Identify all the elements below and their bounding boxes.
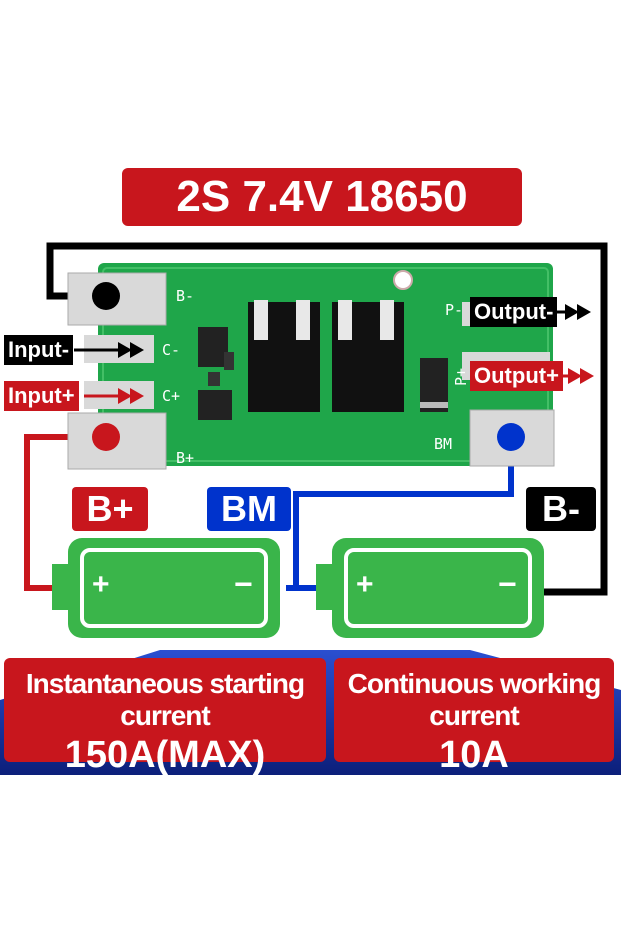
battery1-plus: +	[92, 568, 110, 601]
badge-b-plus: B+	[72, 487, 148, 531]
spec-box-working-current: Continuous working current 10A	[334, 658, 614, 776]
output-plus-label: Output+	[470, 361, 563, 391]
spec-working-value: 10A	[439, 734, 509, 776]
battery-1	[52, 538, 280, 638]
output-plus-arrow	[568, 368, 582, 384]
battery2-plus: +	[356, 568, 374, 601]
input-plus-arrow	[118, 388, 132, 404]
spec-starting-value: 150A(MAX)	[64, 734, 266, 776]
battery1-minus: −	[234, 566, 253, 602]
spec-box-starting-current: Instantaneous starting current 150A(MAX)	[4, 658, 326, 776]
blue-wire	[286, 437, 514, 591]
battery2-minus: −	[498, 566, 517, 602]
pcb-label-p-minus: P-	[445, 301, 464, 319]
input-minus-label: Input-	[4, 335, 74, 365]
ic-chip-2	[198, 390, 232, 420]
black-wire	[46, 242, 608, 596]
terminal-b-minus	[92, 282, 120, 310]
output-minus-label: Output-	[470, 297, 558, 327]
input-minus-arrow	[118, 342, 132, 358]
terminal-b-plus	[92, 423, 120, 451]
red-wire	[24, 434, 100, 591]
spec-working-label: Continuous working current	[347, 668, 602, 731]
badge-bm: BM	[207, 487, 291, 531]
page-title: 2S 7.4V 18650 BMS	[122, 168, 522, 279]
pcb-label-b-plus: B+	[176, 449, 195, 467]
badge-b-minus: B-	[526, 487, 596, 531]
pcb-label-p-plus: P+	[452, 367, 471, 387]
output-minus-arrow	[565, 304, 579, 320]
mount-hole	[393, 270, 413, 290]
pcb-label-bm: BM	[434, 435, 453, 453]
pcb-label-c-minus: C-	[162, 341, 181, 359]
spec-starting-label: Instantaneous starting current	[25, 668, 305, 731]
terminal-bm	[497, 423, 525, 451]
battery-2	[316, 538, 544, 638]
pcb-label-c-plus: C+	[162, 387, 181, 405]
pcb-label-b-minus: B-	[176, 287, 195, 305]
input-plus-label: Input+	[4, 381, 79, 411]
ic-chip-1	[198, 327, 228, 367]
